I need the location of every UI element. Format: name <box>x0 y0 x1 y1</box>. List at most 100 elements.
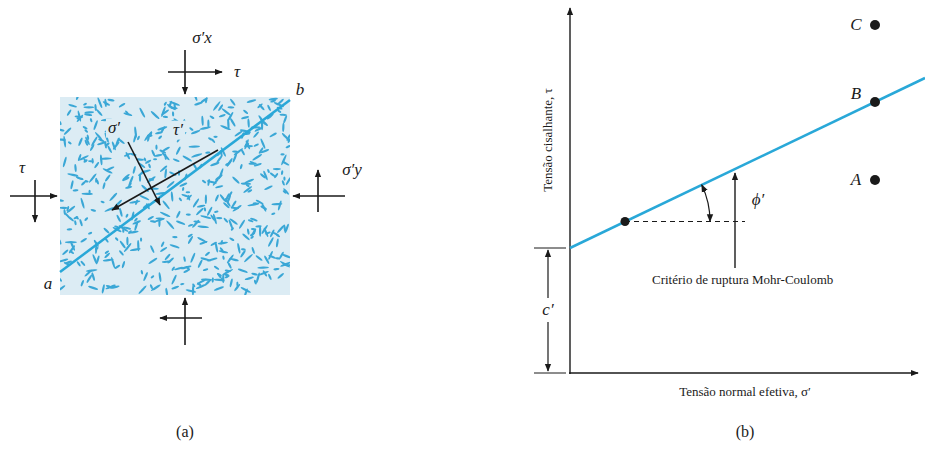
soil-grain <box>268 273 273 280</box>
soil-grain <box>191 129 201 135</box>
soil-grain <box>220 124 232 130</box>
soil-grain <box>151 149 156 157</box>
soil-grain <box>267 104 272 111</box>
soil-grain <box>251 247 255 254</box>
soil-grain <box>162 146 170 152</box>
soil-grain <box>153 158 157 160</box>
soil-grain <box>229 257 239 261</box>
soil-grain <box>268 250 274 260</box>
soil-grain <box>222 255 225 260</box>
soil-grain <box>60 121 62 126</box>
point <box>870 97 880 107</box>
soil-grain <box>67 141 72 145</box>
soil-grain <box>124 153 131 158</box>
soil-grain <box>169 243 180 249</box>
soil-grain <box>134 220 139 231</box>
soil-grain <box>170 191 173 201</box>
soil-grain <box>166 103 175 110</box>
soil-grain <box>243 185 253 193</box>
soil-grain <box>60 239 62 245</box>
soil-grain <box>186 191 191 193</box>
soil-grain <box>167 257 175 264</box>
soil-grain <box>194 101 203 106</box>
soil-grain <box>239 164 243 170</box>
soil-grain <box>122 173 131 181</box>
soil-grain <box>60 276 63 282</box>
soil-grain <box>229 218 238 226</box>
soil-grain <box>66 206 70 212</box>
soil-grain <box>255 199 264 205</box>
soil-grain <box>79 219 83 227</box>
soil-grain <box>150 110 160 119</box>
soil-grain <box>262 270 268 277</box>
soil-grain <box>271 203 282 206</box>
soil-grain <box>219 113 226 117</box>
stress-label: σ′y <box>342 161 362 180</box>
soil-grain <box>100 200 105 203</box>
soil-grain <box>183 256 186 262</box>
soil-grain <box>111 141 116 151</box>
soil-grain <box>229 98 236 106</box>
tick <box>534 373 566 374</box>
soil-grain <box>82 193 93 195</box>
soil-grain <box>84 180 88 183</box>
soil-grain <box>90 209 96 213</box>
soil-grain <box>104 250 109 255</box>
soil-grain <box>203 207 206 212</box>
soil-grain <box>123 226 132 230</box>
soil-grain <box>164 153 167 160</box>
leader-arrow <box>734 173 735 268</box>
soil-grain <box>60 128 65 132</box>
soil-grain <box>223 217 229 223</box>
soil-grain <box>229 118 236 127</box>
soil-grain <box>258 103 265 110</box>
stress-arrow <box>317 170 319 212</box>
soil-grain <box>218 250 228 254</box>
soil-grain <box>243 253 253 263</box>
soil-grain <box>229 237 235 242</box>
soil-grain <box>162 200 170 210</box>
axis <box>569 372 918 373</box>
point-label: A <box>851 171 861 190</box>
soil-grain <box>171 274 178 285</box>
soil-grain <box>277 272 285 279</box>
soil-grain <box>250 233 255 237</box>
soil-grain <box>214 194 219 202</box>
soil-grain <box>277 200 282 210</box>
soil-grain <box>205 194 207 204</box>
soil-grain <box>107 98 114 102</box>
soil-grain <box>94 104 97 111</box>
soil-grain <box>209 115 215 120</box>
soil-grain <box>197 236 208 243</box>
soil-grain <box>84 129 89 134</box>
soil-grain <box>229 278 233 287</box>
soil-grain <box>282 190 287 195</box>
axis-title: Tensão cisalhante, τ <box>541 88 555 192</box>
soil-grain <box>185 266 190 271</box>
soil-grain <box>78 137 84 146</box>
soil-grain <box>97 97 103 108</box>
soil-grain <box>88 285 99 290</box>
soil-grain <box>196 284 207 290</box>
soil-grain <box>160 246 168 252</box>
soil-element <box>60 97 290 295</box>
soil-grain <box>219 194 226 203</box>
soil-grain <box>91 136 99 147</box>
soil-grain <box>148 257 158 265</box>
soil-grain <box>77 154 82 162</box>
soil-grain <box>248 219 254 223</box>
stress-label: τ <box>19 159 25 178</box>
stress-arrow <box>160 317 202 319</box>
soil-grain <box>119 207 123 217</box>
soil-grain <box>83 159 88 163</box>
soil-grain <box>75 97 79 100</box>
soil-grain <box>180 283 184 286</box>
soil-grain <box>155 131 163 135</box>
soil-grain <box>74 220 77 225</box>
soil-grain <box>269 172 276 178</box>
soil-grain <box>273 168 281 170</box>
soil-grain <box>134 217 139 222</box>
dimension-arrow <box>547 250 548 298</box>
soil-grain <box>80 280 84 287</box>
soil-grain <box>172 158 179 163</box>
